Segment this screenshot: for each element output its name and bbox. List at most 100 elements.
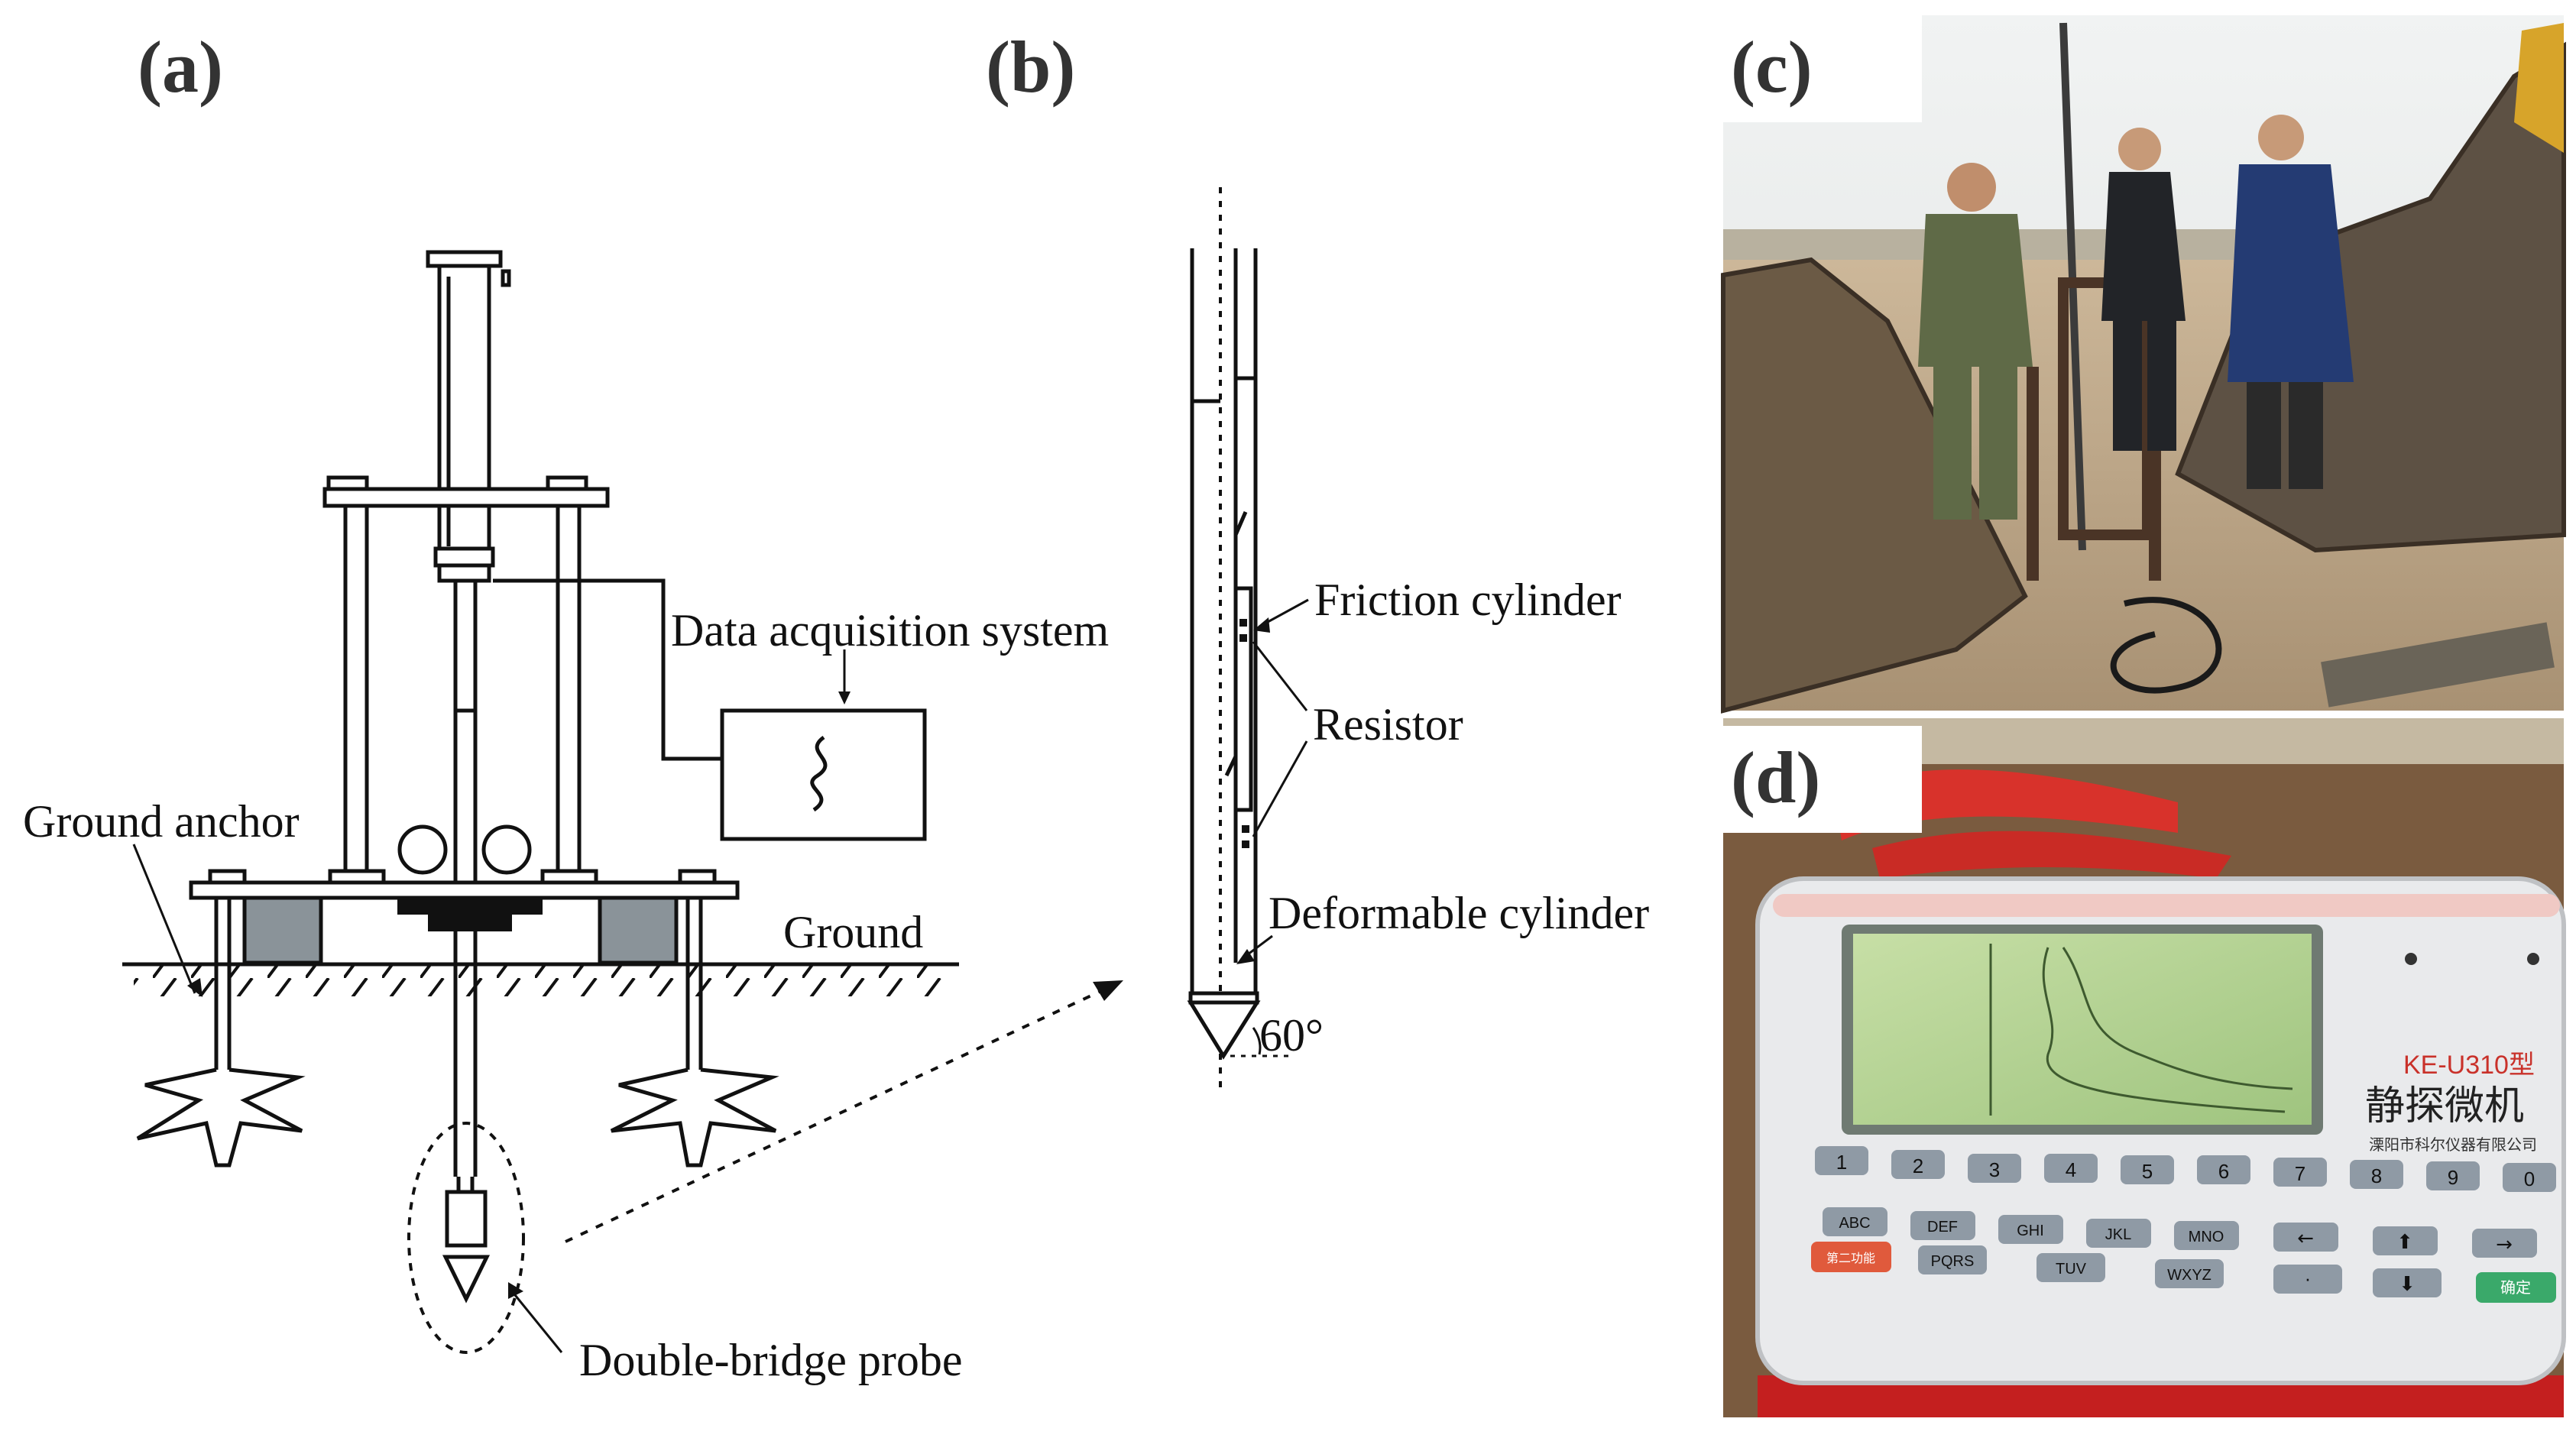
key-left-arrow[interactable]: ←	[2273, 1223, 2338, 1252]
key-second-function-label: 第二功能	[1826, 1251, 1875, 1265]
label-friction: Friction cylinder	[1314, 575, 1622, 625]
key-7-label: 7	[2295, 1162, 2305, 1185]
key-jkl[interactable]: JKL	[2086, 1219, 2151, 1248]
key-6[interactable]: 6	[2197, 1155, 2250, 1184]
base-plate	[189, 880, 740, 900]
photo-cable	[2110, 597, 2222, 694]
key-dot[interactable]: ·	[2273, 1265, 2342, 1294]
key-1-label: 1	[1836, 1151, 1847, 1174]
rod-clamp	[437, 563, 491, 583]
data-cable	[493, 578, 722, 761]
resistor-pointer-1	[1252, 641, 1308, 711]
key-2[interactable]: 2	[1891, 1150, 1945, 1179]
key-8[interactable]: 8	[2350, 1160, 2403, 1189]
column-foot-left	[328, 869, 386, 885]
key-tuv[interactable]: TUV	[2036, 1253, 2105, 1282]
top-bolt-right	[546, 475, 588, 491]
key-wxyz[interactable]: WXYZ	[2155, 1259, 2224, 1288]
key-tuv-label: TUV	[2056, 1261, 2087, 1278]
guide-wheel-right	[481, 824, 532, 875]
key-def[interactable]: DEF	[1910, 1211, 1975, 1240]
panel-d: KE-U310型 静探微机 溧阳市科尔仪器有限公司 1 2 3 4 5 6 7 …	[1723, 718, 2566, 1417]
key-pqrs[interactable]: PQRS	[1918, 1245, 1987, 1274]
label-deformable: Deformable cylinder	[1269, 888, 1649, 938]
panel-c-label-bg	[1723, 15, 1922, 122]
base-bolt-left	[208, 869, 247, 885]
key-3[interactable]: 3	[1968, 1154, 2021, 1183]
key-1[interactable]: 1	[1815, 1146, 1868, 1175]
key-8-label: 8	[2371, 1164, 2382, 1187]
zoom-arrowhead	[1093, 980, 1123, 1001]
key-right-arrow-label: →	[2496, 1233, 2513, 1256]
panel-c: (c)	[1721, 15, 2566, 714]
friction-arrowhead	[1253, 617, 1270, 633]
key-4[interactable]: 4	[2044, 1154, 2098, 1183]
panel-d-label-bg	[1723, 726, 1922, 833]
top-bolt-left	[326, 475, 369, 491]
key-ghi-label: GHI	[2017, 1223, 2044, 1239]
panel-d-label: (d)	[1731, 737, 1820, 818]
key-abc[interactable]: ABC	[1823, 1207, 1887, 1236]
keypad-row-1: 1 2 3 4 5 6 7 8 9 0	[1815, 1146, 2556, 1192]
top-plate	[322, 487, 610, 508]
column-right	[556, 504, 582, 873]
key-up-arrow[interactable]: ⬆	[2373, 1226, 2438, 1255]
panel-b: (b) 60° Friction cylinder Resistor Defor…	[986, 26, 1649, 1089]
signal-trace	[810, 735, 828, 812]
key-pqrs-label: PQRS	[1931, 1253, 1975, 1270]
lcd-curve-2	[2062, 947, 2293, 1090]
key-2-label: 2	[1913, 1155, 1923, 1177]
key-7[interactable]: 7	[2273, 1158, 2327, 1187]
resistor-pointer-2	[1252, 740, 1308, 837]
resistor-1	[1239, 619, 1247, 627]
person-right	[2228, 115, 2354, 489]
person-middle	[2101, 128, 2186, 451]
key-left-arrow-label: ←	[2297, 1227, 2314, 1250]
resistor-4	[1242, 840, 1249, 848]
pliers-handle-2	[1872, 831, 2231, 879]
key-5[interactable]: 5	[2121, 1155, 2174, 1184]
helical-anchor-left	[136, 1067, 306, 1168]
label-ground-anchor: Ground anchor	[23, 796, 300, 847]
key-dot-label: ·	[2305, 1267, 2312, 1290]
key-right-arrow[interactable]: →	[2472, 1229, 2537, 1258]
device-top-strip	[1773, 894, 2560, 917]
cone-tip	[1187, 1000, 1261, 1060]
column-left	[343, 504, 369, 873]
label-data-acquisition: Data acquisition system	[671, 605, 1109, 656]
key-jkl-label: JKL	[2105, 1226, 2131, 1243]
panel-a-label: (a)	[138, 26, 223, 108]
key-mno[interactable]: MNO	[2174, 1221, 2239, 1250]
probe-body	[445, 1190, 488, 1248]
keypad-row-2: ABC DEF GHI JKL MNO ← ⬆ →	[1823, 1207, 2537, 1258]
key-second-function[interactable]: 第二功能	[1811, 1242, 1891, 1272]
friction-sleeve	[1233, 586, 1253, 812]
key-def-label: DEF	[1927, 1219, 1958, 1236]
panel-b-label: (b)	[986, 26, 1075, 108]
key-0[interactable]: 0	[2503, 1163, 2556, 1192]
key-4-label: 4	[2066, 1158, 2076, 1181]
rod-clamp-top	[433, 546, 495, 568]
key-down-arrow[interactable]: ⬇	[2373, 1268, 2442, 1297]
jack-cap	[426, 250, 503, 268]
person-left	[1918, 163, 2033, 520]
photo-plank	[2321, 622, 2555, 708]
helical-anchor-right	[610, 1067, 779, 1168]
key-9[interactable]: 9	[2426, 1161, 2480, 1190]
label-resistor: Resistor	[1313, 699, 1463, 750]
cylinder-valve	[501, 269, 511, 287]
zoom-arrow	[565, 988, 1105, 1243]
ground-anchor-pointer	[132, 844, 196, 994]
key-9-label: 9	[2448, 1166, 2458, 1189]
key-mno-label: MNO	[2189, 1229, 2224, 1245]
probe-arrowhead	[508, 1282, 523, 1299]
probe-slant-1	[1233, 511, 1248, 536]
key-confirm[interactable]: 确定	[2476, 1272, 2556, 1303]
label-probe: Double-bridge probe	[579, 1335, 963, 1385]
deformable-arrowhead	[1236, 949, 1255, 964]
key-ghi[interactable]: GHI	[1998, 1215, 2063, 1244]
data-acq-arrowhead	[838, 691, 851, 704]
device-model: KE-U310型	[2403, 1051, 2535, 1080]
anchor-block-right	[598, 896, 679, 965]
